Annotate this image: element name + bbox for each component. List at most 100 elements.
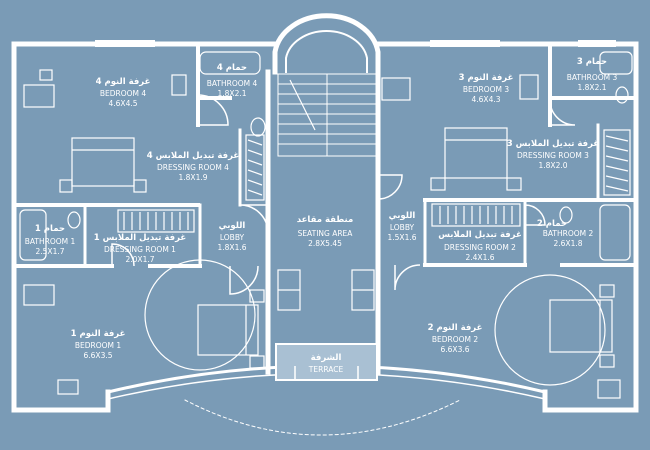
svg-text:1.8X1.9: 1.8X1.9 bbox=[179, 173, 208, 182]
round-rug-bedroom1 bbox=[144, 259, 256, 371]
svg-text:2.8X5.45: 2.8X5.45 bbox=[308, 239, 342, 248]
toilet-bath1 bbox=[67, 211, 81, 229]
outer-wall-right bbox=[542, 41, 639, 413]
label-bathroom1: حمام 1 BATHROOM 1 2.5X1.7 bbox=[25, 224, 76, 256]
bathtub-bath3 bbox=[599, 51, 633, 75]
svg-text:LOBBY: LOBBY bbox=[390, 223, 415, 232]
svg-text:2.0X1.7: 2.0X1.7 bbox=[126, 255, 155, 264]
svg-text:الشرفة: الشرفة bbox=[311, 353, 342, 363]
armchairs-bedroom2 bbox=[597, 379, 621, 399]
svg-text:BEDROOM 1: BEDROOM 1 bbox=[75, 341, 122, 350]
wardrobe-dress1 bbox=[117, 209, 195, 233]
svg-text:BATHROOM 3: BATHROOM 3 bbox=[567, 73, 618, 82]
toilet-bath2 bbox=[559, 206, 573, 224]
toilet-bath3 bbox=[615, 86, 629, 104]
svg-text:6.6X3.5: 6.6X3.5 bbox=[84, 351, 113, 360]
window-bath3 bbox=[578, 40, 616, 47]
armchairs-bedroom3 bbox=[381, 77, 411, 101]
door-bedroom2 bbox=[394, 264, 421, 291]
svg-text:DRESSING ROOM 2: DRESSING ROOM 2 bbox=[444, 243, 516, 252]
svg-text:1.8X2.1: 1.8X2.1 bbox=[218, 89, 247, 98]
label-terrace: الشرفة TERRACE bbox=[308, 353, 344, 374]
svg-text:BATHROOM 4: BATHROOM 4 bbox=[207, 79, 258, 88]
label-lobby-left: اللوبي LOBBY 1.8X1.6 bbox=[218, 221, 247, 252]
svg-text:غرفة تبديل الملابس 3: غرفة تبديل الملابس 3 bbox=[507, 139, 599, 149]
door-lobby-right bbox=[377, 174, 403, 200]
label-seating: منطقة مقاعد SEATING AREA 2.8X5.45 bbox=[297, 215, 354, 248]
label-bathroom3: حمام 3 BATHROOM 3 1.8X2.1 bbox=[567, 57, 618, 92]
door-terrace bbox=[294, 366, 359, 380]
svg-text:غرفة تبديل الملابس 1: غرفة تبديل الملابس 1 bbox=[94, 233, 186, 243]
svg-text:2.5X1.7: 2.5X1.7 bbox=[36, 247, 65, 256]
door-lobby-left bbox=[239, 204, 269, 234]
label-bedroom4: غرفة النوم 4 BEDROOM 4 4.6X4.5 bbox=[96, 77, 151, 108]
svg-text:حمام 1: حمام 1 bbox=[35, 224, 65, 234]
armchairs-bedroom1 bbox=[23, 284, 55, 306]
stair-tower-inner-arc bbox=[285, 29, 368, 73]
label-dressing4: غرفة تبديل الملابس 4 DRESSING ROOM 4 1.8… bbox=[147, 151, 239, 182]
label-bedroom3: غرفة النوم 3 BEDROOM 3 4.6X4.3 bbox=[459, 73, 514, 104]
label-dressing2: غرفة تبديل الملابس DRESSING ROOM 2 2.4X1… bbox=[438, 230, 522, 262]
svg-text:DRESSING ROOM 4: DRESSING ROOM 4 bbox=[157, 163, 229, 172]
svg-text:DRESSING ROOM 1: DRESSING ROOM 1 bbox=[104, 245, 176, 254]
bed-bedroom1 bbox=[197, 304, 259, 356]
svg-text:حمام 3: حمام 3 bbox=[577, 57, 607, 67]
svg-text:DRESSING ROOM 3: DRESSING ROOM 3 bbox=[517, 151, 589, 160]
wardrobe-dress4 bbox=[245, 134, 265, 201]
svg-text:اللوبي: اللوبي bbox=[219, 221, 246, 231]
room-labels: غرفة النوم 4 BEDROOM 4 4.6X4.5 حمام 4 BA… bbox=[25, 57, 618, 374]
label-bedroom2: غرفة النوم 2 BEDROOM 2 6.6X3.6 bbox=[428, 323, 483, 354]
walls bbox=[11, 13, 639, 436]
wardrobe-dress3 bbox=[603, 129, 631, 196]
label-dressing1: غرفة تبديل الملابس 1 DRESSING ROOM 1 2.0… bbox=[94, 233, 186, 264]
window-bedroom4 bbox=[95, 40, 155, 47]
svg-text:BEDROOM 3: BEDROOM 3 bbox=[463, 85, 510, 94]
bed-bedroom4 bbox=[71, 137, 135, 187]
svg-text:BEDROOM 4: BEDROOM 4 bbox=[100, 89, 147, 98]
svg-text:2.4X1.6: 2.4X1.6 bbox=[466, 253, 495, 262]
svg-text:1.8X2.0: 1.8X2.0 bbox=[539, 161, 568, 170]
outer-wall-left bbox=[11, 41, 111, 413]
door-bedroom4 bbox=[197, 94, 229, 126]
svg-text:منطقة مقاعد: منطقة مقاعد bbox=[297, 215, 354, 225]
svg-text:اللوبي: اللوبي bbox=[389, 211, 416, 221]
svg-text:1.8X1.6: 1.8X1.6 bbox=[218, 243, 247, 252]
bed-bedroom3 bbox=[444, 127, 508, 179]
armchairs-bedroom4 bbox=[23, 84, 55, 108]
svg-text:حمام 2: حمام 2 bbox=[537, 219, 567, 229]
label-lobby-right: اللوبي LOBBY 1.5X1.6 bbox=[388, 211, 417, 242]
svg-text:BATHROOM 1: BATHROOM 1 bbox=[25, 237, 76, 246]
svg-text:TERRACE: TERRACE bbox=[308, 365, 344, 374]
svg-text:غرفة النوم 4: غرفة النوم 4 bbox=[96, 77, 151, 87]
svg-text:BEDROOM 2: BEDROOM 2 bbox=[432, 335, 479, 344]
svg-text:غرفة النوم 3: غرفة النوم 3 bbox=[459, 73, 514, 83]
svg-text:حمام 4: حمام 4 bbox=[217, 63, 247, 73]
door-bath2 bbox=[524, 204, 546, 226]
toilet-bath4 bbox=[250, 117, 266, 137]
label-bathroom4: حمام 4 BATHROOM 4 1.8X2.1 bbox=[207, 63, 258, 98]
svg-text:غرفة تبديل الملابس: غرفة تبديل الملابس bbox=[438, 230, 522, 240]
svg-text:LOBBY: LOBBY bbox=[220, 233, 245, 242]
round-rug-bedroom2 bbox=[494, 274, 606, 386]
svg-text:غرفة النوم 1: غرفة النوم 1 bbox=[71, 329, 126, 339]
wardrobe-dress2 bbox=[431, 203, 521, 227]
svg-text:غرفة النوم 2: غرفة النوم 2 bbox=[428, 323, 483, 333]
bathtub-bath2 bbox=[599, 204, 631, 261]
svg-text:2.6X1.8: 2.6X1.8 bbox=[554, 239, 583, 248]
svg-text:4.6X4.5: 4.6X4.5 bbox=[109, 99, 138, 108]
stair-tower-wall bbox=[272, 13, 381, 75]
furniture bbox=[19, 51, 633, 399]
svg-text:BATHROOM 2: BATHROOM 2 bbox=[543, 229, 594, 238]
label-dressing3: غرفة تبديل الملابس 3 DRESSING ROOM 3 1.8… bbox=[507, 139, 599, 170]
balcony-dashed-arc bbox=[184, 399, 461, 436]
terrace-floor bbox=[275, 343, 378, 381]
label-bedroom1: غرفة النوم 1 BEDROOM 1 6.6X3.5 bbox=[71, 329, 126, 360]
label-bathroom2: حمام 2 BATHROOM 2 2.6X1.8 bbox=[537, 219, 594, 248]
bathtub-bath4 bbox=[199, 51, 261, 75]
bathtub-bath1 bbox=[19, 209, 47, 261]
svg-text:غرفة تبديل الملابس 4: غرفة تبديل الملابس 4 bbox=[147, 151, 239, 161]
door-bath3 bbox=[549, 99, 576, 126]
svg-text:SEATING AREA: SEATING AREA bbox=[298, 229, 354, 238]
bed-bedroom2 bbox=[549, 299, 613, 353]
